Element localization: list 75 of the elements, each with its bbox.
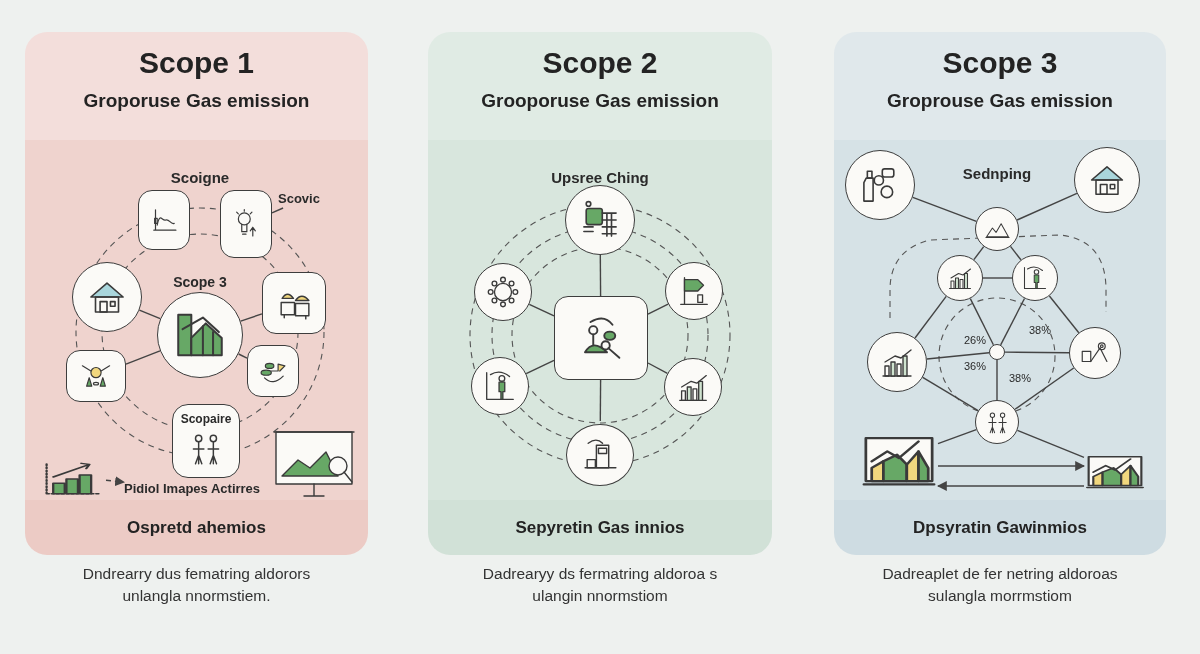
icon-tile bbox=[66, 350, 126, 402]
section-label: Upsree Ching bbox=[551, 168, 649, 186]
connector-line bbox=[1004, 351, 1070, 354]
connector-line bbox=[125, 350, 161, 365]
card-description: Dadreaplet de fer netring aldoroas sulangla morrmstiom bbox=[881, 564, 1119, 607]
connector-line bbox=[1000, 297, 1026, 346]
connector-line bbox=[937, 428, 977, 445]
icon-tile bbox=[138, 190, 190, 250]
arrow bbox=[937, 461, 1085, 471]
connector-line bbox=[647, 362, 669, 375]
callout-text: Pidiol Imapes Actirres bbox=[124, 480, 261, 498]
callout-text: Scovic bbox=[278, 190, 320, 208]
connector-line bbox=[1048, 295, 1080, 334]
icon-circle bbox=[664, 358, 722, 416]
node-heading: Scope 3 bbox=[173, 274, 227, 290]
icon-circle bbox=[975, 207, 1019, 251]
card-footer-text: Sepyretin Gas innios bbox=[515, 518, 685, 538]
percent-label: 36% bbox=[964, 360, 986, 372]
card-subtitle: Groporuse Gas emission bbox=[83, 90, 310, 112]
connector-line bbox=[1016, 192, 1078, 221]
connector-line bbox=[926, 352, 990, 360]
connector-line bbox=[1016, 429, 1085, 459]
arrow bbox=[105, 476, 125, 487]
connector-line bbox=[1014, 367, 1075, 410]
connector-line bbox=[138, 309, 161, 320]
scope-card bbox=[834, 32, 1166, 555]
card-footer-text: Dpsyratin Gawinmios bbox=[913, 518, 1087, 538]
percent-label: 26% bbox=[964, 334, 986, 346]
card-footer-text: Ospretd ahemios bbox=[127, 518, 266, 538]
percent-label: 38% bbox=[1009, 372, 1031, 384]
icon-circle bbox=[471, 357, 529, 415]
card-title: Scope 1 bbox=[138, 46, 255, 80]
icon-tile bbox=[262, 272, 326, 334]
icon-circle bbox=[665, 262, 723, 320]
card-subtitle: Groprouse Gas emission bbox=[887, 90, 1113, 112]
icon-circle bbox=[867, 332, 927, 392]
arrow bbox=[937, 481, 1085, 491]
tile-label: Scopaire bbox=[180, 412, 232, 426]
card-subtitle: Grooporuse Gas emission bbox=[481, 90, 719, 112]
connector-line bbox=[914, 295, 947, 339]
icon-circle bbox=[989, 344, 1005, 360]
icon-circle bbox=[1012, 255, 1058, 301]
scope-card bbox=[25, 32, 368, 555]
connector-line bbox=[647, 303, 669, 315]
icon-circle bbox=[1069, 327, 1121, 379]
card-description: Dadrearyy ds fermatring aldoroa s ulangin nnormstiom bbox=[481, 564, 719, 607]
leader-line bbox=[271, 207, 284, 214]
icon-circle bbox=[474, 263, 532, 321]
connector-line bbox=[996, 359, 998, 401]
section-label: Sednping bbox=[962, 164, 1032, 182]
icon-circle bbox=[566, 424, 634, 486]
card-title: Scope 3 bbox=[942, 46, 1058, 80]
connector-line bbox=[973, 245, 985, 261]
connector-line bbox=[240, 313, 263, 322]
connector-line bbox=[982, 277, 1013, 279]
icon-tile bbox=[172, 404, 240, 478]
icon-tile bbox=[220, 190, 272, 258]
card-title: Scope 2 bbox=[542, 46, 658, 80]
icon-tile bbox=[554, 296, 648, 380]
connector-line bbox=[525, 359, 555, 375]
connector-line bbox=[528, 303, 555, 317]
connector-line bbox=[599, 254, 602, 297]
connector-line bbox=[237, 353, 248, 359]
connector-line bbox=[599, 379, 602, 422]
icon-tile bbox=[247, 345, 299, 397]
section-label: Scoigne bbox=[170, 168, 230, 186]
scope-card bbox=[428, 32, 772, 555]
icon-circle bbox=[937, 255, 983, 301]
connector-line bbox=[922, 376, 979, 412]
card-description: Dndrearry dus fematring aldorors unlangla nnormstiem. bbox=[81, 564, 312, 607]
connector-line bbox=[1009, 245, 1022, 261]
percent-label: 38% bbox=[1029, 324, 1051, 336]
connector-line bbox=[969, 297, 995, 346]
connector-line bbox=[912, 196, 978, 222]
icon-circle bbox=[975, 400, 1019, 444]
